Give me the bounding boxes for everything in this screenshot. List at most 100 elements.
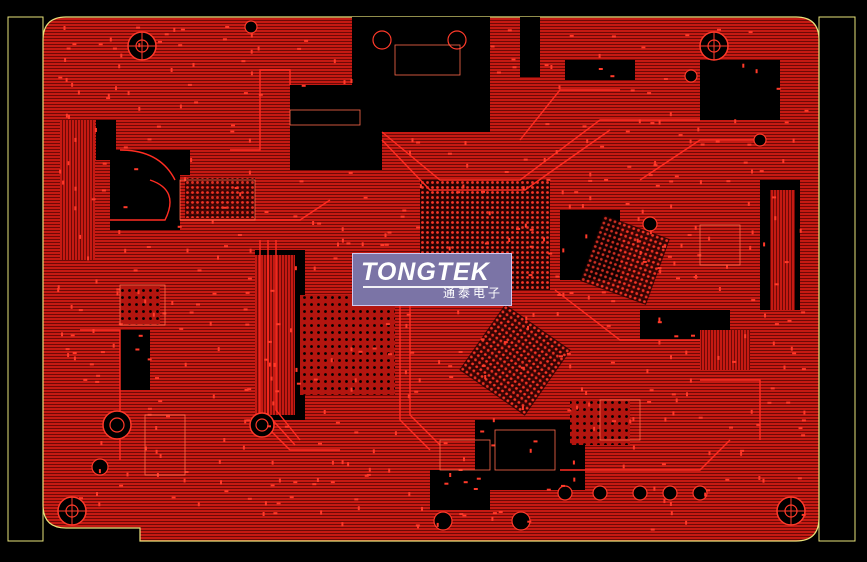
smd-pad	[73, 356, 76, 361]
smd-pad	[246, 419, 251, 422]
mounting-hole	[699, 31, 729, 61]
smd-pad	[171, 496, 176, 499]
smd-pad	[572, 460, 575, 465]
smd-pad	[79, 234, 82, 239]
smd-pad	[574, 191, 579, 194]
smd-pad	[511, 58, 516, 61]
smd-pad	[65, 113, 68, 118]
smd-pad	[481, 190, 485, 193]
smd-pad	[123, 206, 128, 209]
smd-pad	[466, 163, 469, 168]
smd-pad	[155, 426, 158, 430]
smd-pad	[792, 352, 797, 355]
smd-pad	[66, 47, 71, 50]
smd-pad	[388, 353, 392, 356]
smd-pad	[147, 138, 152, 141]
smd-pad	[546, 178, 551, 181]
smd-pad	[118, 230, 121, 235]
smd-pad	[653, 164, 658, 167]
smd-pad	[72, 43, 77, 46]
smd-pad	[678, 134, 683, 137]
smd-pad	[740, 451, 743, 456]
smd-pad	[641, 46, 646, 49]
smd-pad	[135, 348, 140, 351]
smd-pad	[312, 483, 317, 486]
smd-pads	[57, 26, 809, 531]
smd-pad	[569, 292, 574, 294]
smd-pad	[136, 26, 141, 29]
smd-pad	[289, 496, 294, 499]
smd-pad	[581, 387, 583, 392]
smd-pad	[405, 323, 408, 328]
smd-pad	[488, 211, 491, 216]
smd-pad	[764, 313, 766, 318]
smd-pad	[611, 35, 616, 38]
smd-pad	[610, 361, 615, 364]
smd-pad	[589, 196, 592, 201]
smd-pad	[756, 423, 761, 426]
logo-brand-text: TONGTEK	[361, 258, 490, 288]
smd-pad	[503, 341, 508, 344]
smd-pad	[408, 492, 411, 497]
smd-pad	[417, 524, 419, 529]
smd-pad	[657, 267, 662, 270]
component-outlines	[119, 44, 741, 476]
smd-pad	[480, 430, 485, 433]
smd-pad	[568, 204, 571, 209]
smd-pad	[262, 512, 265, 516]
smd-pad	[116, 291, 119, 296]
smd-pad	[520, 366, 525, 369]
smd-pad	[224, 490, 229, 493]
smd-pad	[407, 394, 410, 399]
smd-pad	[632, 417, 635, 422]
smd-pad	[762, 478, 765, 483]
smd-pad	[196, 303, 200, 306]
smd-pad	[409, 150, 411, 155]
smd-pad	[545, 123, 550, 126]
smd-pad	[115, 86, 117, 91]
smd-pad	[755, 69, 758, 74]
smd-pad	[187, 83, 192, 86]
right-edge-rail	[818, 16, 856, 542]
smd-pad	[384, 243, 389, 246]
smd-pad	[726, 264, 728, 269]
smd-pad	[708, 451, 711, 456]
smd-pad	[100, 351, 105, 354]
smd-pad	[68, 114, 70, 119]
smd-pad	[102, 162, 107, 165]
smd-pad	[294, 266, 297, 271]
smd-pad	[546, 488, 551, 491]
smd-pad	[118, 323, 123, 326]
smd-pad	[179, 327, 184, 330]
smd-pad	[527, 325, 529, 330]
smd-pad	[650, 122, 655, 125]
smd-pad	[77, 90, 80, 95]
smd-pad	[751, 230, 754, 235]
smd-pad	[147, 358, 152, 361]
smd-pad	[611, 300, 616, 303]
smd-pad	[734, 119, 737, 124]
smd-pad	[78, 309, 83, 312]
smd-pad	[184, 362, 187, 367]
smd-pad	[462, 514, 467, 517]
smd-pad	[120, 53, 123, 58]
smd-pad	[330, 481, 335, 484]
smd-pad	[159, 454, 162, 458]
smd-pad	[323, 410, 326, 414]
smd-pad	[663, 78, 668, 80]
smd-pad	[96, 492, 98, 496]
smd-pad	[675, 398, 678, 403]
smd-pad	[457, 310, 460, 315]
smd-pad	[264, 501, 267, 506]
smd-pad	[715, 140, 720, 143]
smd-pad	[62, 180, 65, 185]
smd-pad	[548, 252, 553, 255]
smd-pad	[447, 152, 452, 155]
smd-pad	[685, 350, 688, 355]
smd-pad	[116, 288, 121, 291]
smd-pad	[100, 441, 103, 446]
smd-pad	[354, 378, 357, 383]
smd-pad	[137, 290, 140, 295]
smd-pad	[743, 161, 748, 164]
smd-pad	[698, 416, 703, 419]
